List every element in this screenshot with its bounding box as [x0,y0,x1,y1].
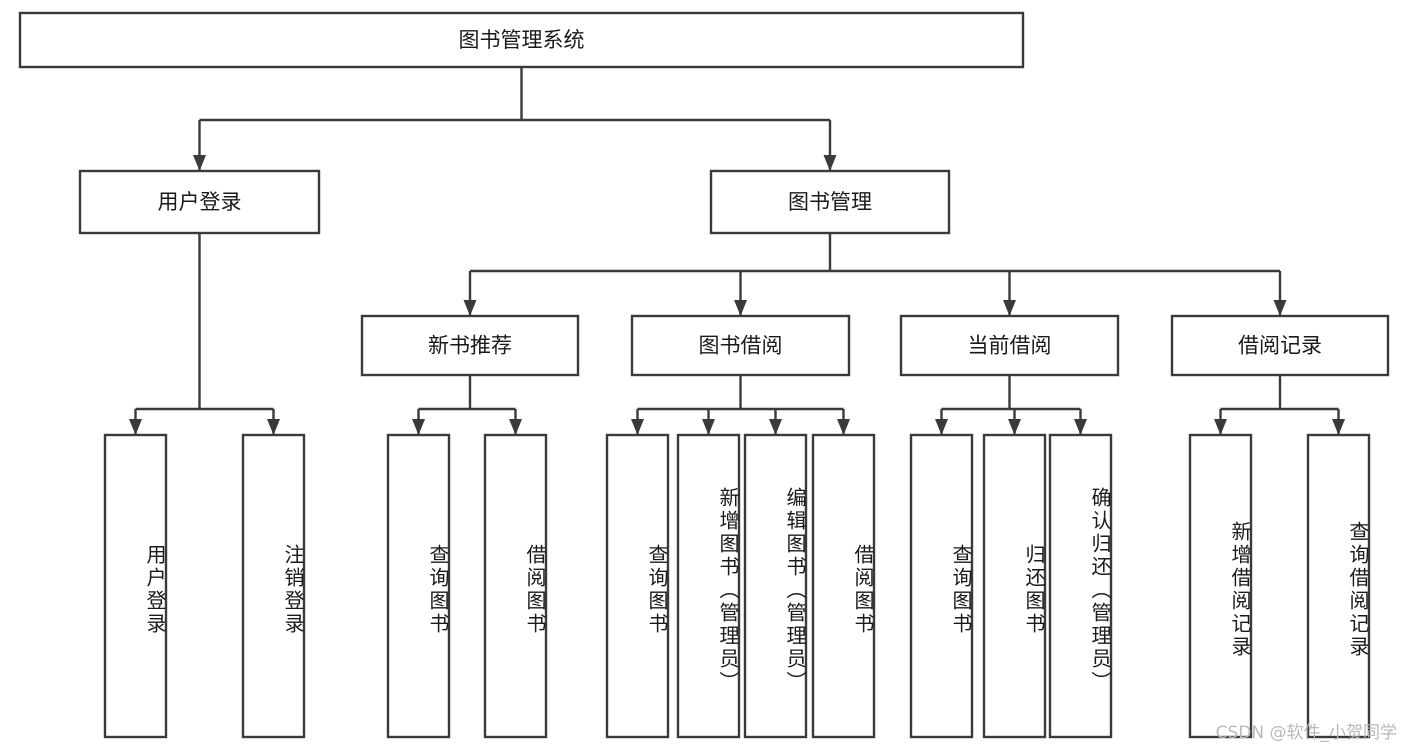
node-label-book-borrow: 图书借阅 [699,334,783,358]
node-box-leaf-query-record[interactable] [1306,433,1371,739]
node-box-leaf-edit-book-admin[interactable] [743,433,808,739]
arrow-head-icon [1332,419,1345,435]
node-box-layer [18,11,1390,739]
node-box-leaf-add-book-admin[interactable] [676,433,741,739]
csdn-watermark: CSDN @软件_小贺同学 [1215,723,1397,743]
node-label-user-login: 用户登录 [158,190,242,214]
node-box-borrow-record[interactable] [1170,314,1390,377]
node-box-leaf-user-login[interactable] [103,433,168,739]
node-box-user-login[interactable] [78,169,321,235]
arrow-head-icon [463,300,477,316]
node-box-current-borrow[interactable] [899,314,1120,377]
arrow-head-icon [267,419,280,435]
arrow-head-icon [1074,419,1087,435]
arrow-head-icon [702,419,715,435]
arrow-head-icon [935,419,948,435]
connector-layer [129,67,1345,435]
node-box-leaf-rec-borrow-book[interactable] [483,433,548,739]
node-box-leaf-user-logout[interactable] [241,433,306,739]
node-label-current-borrow: 当前借阅 [968,334,1052,358]
arrow-head-icon [129,419,142,435]
arrow-head-icon [1008,419,1021,435]
arrow-head-icon [1273,300,1287,316]
arrow-head-icon [837,419,850,435]
node-box-leaf-add-record[interactable] [1188,433,1253,739]
node-box-new-book-rec[interactable] [360,314,580,377]
node-box-leaf-borrow-book[interactable] [811,433,876,739]
node-box-book-manage[interactable] [709,169,951,235]
node-box-root[interactable] [18,11,1025,69]
arrow-head-icon [1003,300,1016,316]
node-box-leaf-confirm-return-admin[interactable] [1048,433,1113,739]
node-label-new-book-rec: 新书推荐 [428,334,512,358]
arrow-head-icon [769,419,782,435]
node-box-book-borrow[interactable] [630,314,851,377]
node-label-root: 图书管理系统 [459,28,585,52]
node-box-leaf-return-book[interactable] [982,433,1047,739]
arrow-head-icon [734,300,747,316]
arrow-head-icon [193,155,206,171]
arrow-head-icon [412,419,425,435]
arrow-head-icon [509,419,522,435]
node-box-leaf-cur-query-book[interactable] [909,433,974,739]
node-box-leaf-rec-query-book[interactable] [386,433,451,739]
arrow-head-icon [631,419,644,435]
node-label-book-manage: 图书管理 [788,190,872,214]
arrow-head-icon [823,155,837,171]
node-box-leaf-borrow-query-book[interactable] [605,433,670,739]
node-label-borrow-record: 借阅记录 [1238,334,1322,358]
arrow-head-icon [1214,419,1227,435]
